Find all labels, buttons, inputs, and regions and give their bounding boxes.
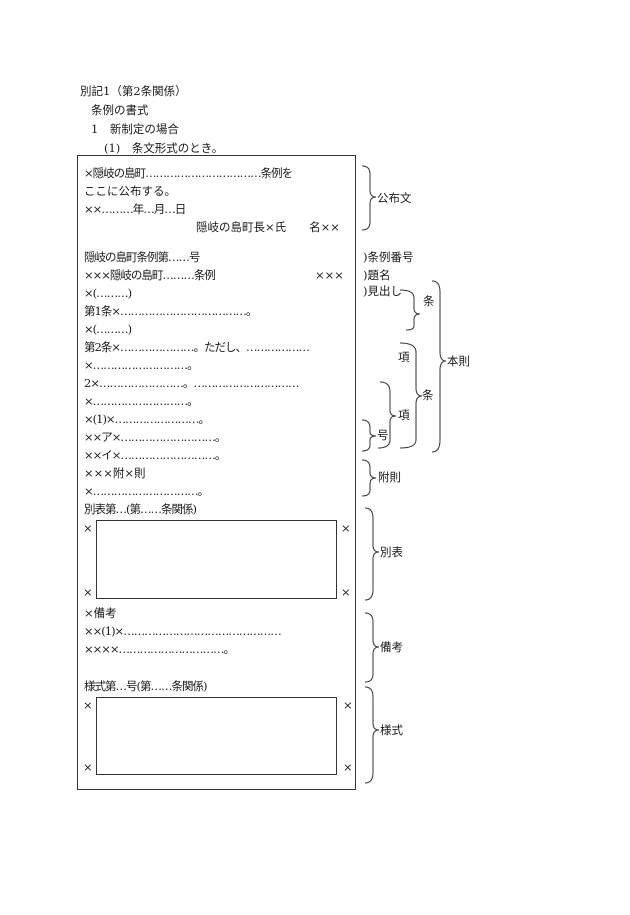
label-promulgation: 公布文 bbox=[377, 191, 412, 205]
appended-table-box bbox=[96, 520, 337, 599]
label-heading: )見出し bbox=[363, 284, 402, 298]
label-paragraph-1: 項 bbox=[398, 350, 410, 364]
doc-line-11: ×………………………。 bbox=[84, 358, 199, 372]
doc-line-20: ×備考 bbox=[84, 606, 117, 620]
doc-line-17: ×××附×則 bbox=[84, 466, 146, 480]
doc-line-7: ×(………) bbox=[84, 286, 132, 300]
doc-line-14: ×(1)×……………………。 bbox=[84, 412, 210, 426]
doc-line-3: ××………年…月…日 bbox=[84, 202, 186, 216]
doc-line-16: ××イ×………………………。 bbox=[84, 448, 226, 462]
label-item: 号 bbox=[377, 428, 389, 442]
doc-line-6b: ××× bbox=[315, 268, 344, 282]
doc-line-9: ×(………) bbox=[84, 322, 132, 336]
doc-line-6a: ×××隠岐の島町………条例 bbox=[84, 268, 216, 282]
corner-mark: × bbox=[83, 585, 93, 599]
case-heading: 1 新制定の場合 bbox=[91, 122, 179, 136]
corner-mark: × bbox=[343, 698, 353, 712]
label-main-body: 本則 bbox=[447, 354, 470, 368]
label-form: 様式 bbox=[380, 723, 403, 737]
appendix-heading: 別記1（第2条関係） bbox=[80, 84, 187, 98]
corner-mark: × bbox=[83, 521, 93, 535]
doc-line-2: ここに公布する。 bbox=[84, 184, 176, 198]
sub-case-heading: (1) 条文形式のとき。 bbox=[104, 141, 224, 155]
doc-line-5: 隠岐の島町条例第……号 bbox=[84, 250, 200, 264]
corner-mark: × bbox=[341, 585, 351, 599]
doc-line-4: 隠岐の島町長×氏 名×× bbox=[196, 220, 340, 234]
label-remarks: 備考 bbox=[380, 640, 403, 654]
label-appended-table: 別表 bbox=[380, 545, 403, 559]
doc-line-1: ×隠岐の島町……………………………条例を bbox=[84, 166, 293, 180]
doc-line-19: 別表第…(第……条関係) bbox=[84, 502, 197, 516]
doc-line-23: 様式第…号(第……条関係) bbox=[84, 679, 207, 693]
doc-line-8: 第1条×………………………………。 bbox=[84, 304, 257, 318]
corner-mark: × bbox=[343, 760, 353, 774]
label-paragraph-2: 項 bbox=[398, 408, 410, 422]
label-article-1: 条 bbox=[423, 294, 435, 308]
doc-line-22: ××××…………………………。 bbox=[84, 642, 235, 656]
corner-mark: × bbox=[341, 521, 351, 535]
corner-mark: × bbox=[83, 698, 93, 712]
doc-line-15: ××ア×………………………。 bbox=[84, 430, 226, 444]
corner-mark: × bbox=[83, 760, 93, 774]
format-title: 条例の書式 bbox=[91, 103, 149, 117]
ordinance-frame bbox=[77, 155, 356, 790]
label-ordinance-number: )条例番号 bbox=[363, 250, 414, 264]
form-box bbox=[96, 697, 337, 775]
label-title: )題名 bbox=[363, 268, 391, 282]
doc-line-13: ×………………………。 bbox=[84, 394, 199, 408]
doc-line-18: ×…………………………。 bbox=[84, 484, 209, 498]
doc-line-10: 第2条×…………………。ただし、……………… bbox=[84, 340, 310, 354]
label-supplementary: 附則 bbox=[378, 470, 401, 484]
label-article-2: 条 bbox=[422, 388, 434, 402]
doc-line-12: 2×……………………。………………………… bbox=[84, 376, 299, 390]
doc-line-21: ××(1)×……………………………………… bbox=[84, 624, 282, 638]
